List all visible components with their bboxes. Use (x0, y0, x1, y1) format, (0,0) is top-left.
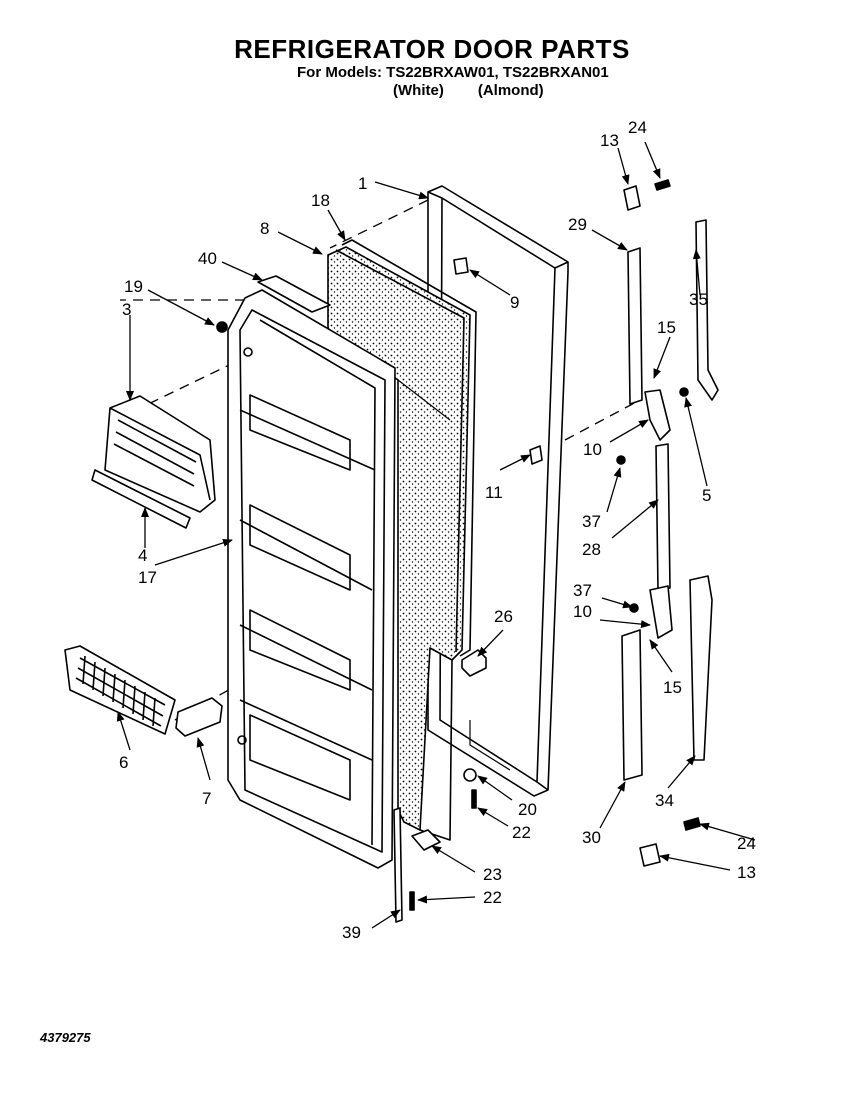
trim-4 (91, 469, 191, 529)
callout-18: 18 (311, 191, 330, 210)
models-line: For Models: TS22BRXAW01, TS22BRXAN01 (297, 64, 609, 81)
callout-leaders (116, 141, 756, 929)
callout-40: 40 (198, 249, 217, 268)
callout-37-upper: 37 (582, 512, 601, 531)
screw-19 (216, 321, 228, 333)
callout-24-top: 24 (628, 118, 647, 137)
callout-26: 26 (494, 607, 513, 626)
callout-11: 11 (485, 483, 503, 502)
screw-37-lower (629, 603, 639, 613)
callout-29: 29 (568, 215, 587, 234)
callout-6: 6 (119, 753, 128, 772)
callout-13-top: 13 (600, 131, 619, 150)
part-7 (175, 697, 223, 737)
callout-37-lower: 37 (573, 581, 592, 600)
callout-5: 5 (702, 486, 711, 505)
part-40 (257, 275, 331, 313)
callout-20: 20 (518, 800, 537, 819)
callout-15-upper: 15 (657, 318, 676, 337)
drawing-number: 4379275 (40, 1030, 91, 1045)
callout-15-lower: 15 (663, 678, 682, 697)
callout-30: 30 (582, 828, 601, 847)
callout-17: 17 (138, 568, 157, 587)
strip-29 (627, 247, 643, 405)
grille-6 (64, 645, 176, 735)
callout-10-lower: 10 (573, 602, 592, 621)
hinge-13-bottom (639, 843, 661, 867)
callout-23: 23 (483, 865, 502, 884)
color-almond: (Almond) (477, 82, 544, 99)
callout-22-upper: 22 (512, 823, 531, 842)
callout-8: 8 (260, 219, 269, 238)
callout-10-upper: 10 (583, 440, 602, 459)
bracket-10-upper (644, 389, 671, 441)
part-11 (529, 445, 543, 465)
handle-35 (695, 219, 719, 401)
callout-7: 7 (202, 789, 211, 808)
callout-28: 28 (582, 540, 601, 559)
hinge-23 (411, 829, 441, 851)
callout-22-lower: 22 (483, 888, 502, 907)
callout-1: 1 (358, 174, 367, 193)
callout-4: 4 (138, 546, 147, 565)
handle-34 (689, 575, 713, 761)
part-20 (463, 768, 477, 782)
callout-19: 19 (124, 277, 143, 296)
callout-35: 35 (689, 290, 708, 309)
inner-door-liner (227, 289, 396, 869)
screw-22b (409, 891, 415, 911)
plug-9 (453, 257, 469, 275)
screw-37-upper (616, 455, 626, 465)
callout-labels: 1 18 8 40 19 3 9 13 24 29 35 15 10 5 11 … (119, 118, 756, 942)
callout-3: 3 (122, 300, 131, 319)
screw-24-top (654, 179, 671, 191)
callout-34: 34 (655, 791, 674, 810)
callout-39: 39 (342, 923, 361, 942)
diagram-title: REFRIGERATOR DOOR PARTS (234, 34, 630, 64)
callout-24-bottom: 24 (737, 834, 756, 853)
screw-24-bottom (683, 817, 701, 831)
hinge-13-top (623, 185, 641, 211)
strip-30 (621, 629, 643, 781)
strip-28 (655, 443, 671, 591)
bracket-10-lower (649, 585, 673, 639)
color-white: (White) (393, 82, 444, 99)
screw-5 (679, 387, 689, 397)
strip-39 (393, 807, 403, 923)
color-variants: (White) (Almond) (393, 82, 544, 99)
bin-3 (104, 395, 216, 513)
callout-13-bottom: 13 (737, 863, 756, 882)
screw-22a (471, 789, 477, 809)
callout-9: 9 (510, 293, 519, 312)
